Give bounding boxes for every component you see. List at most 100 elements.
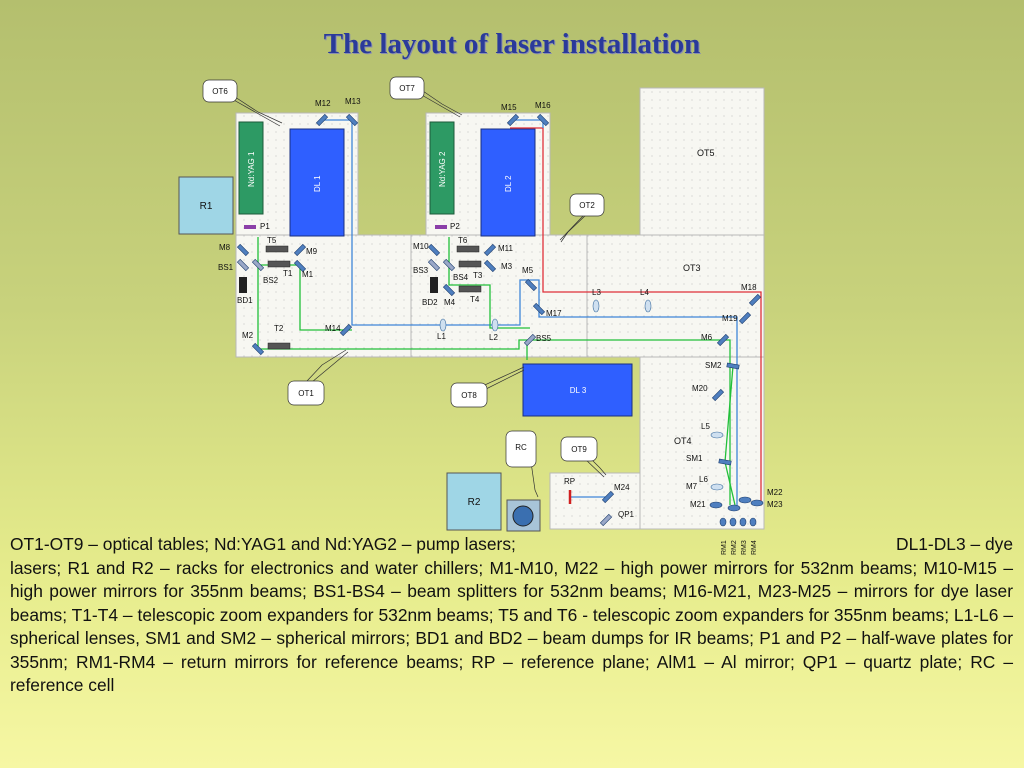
- bs1: [236, 258, 250, 272]
- dye-laser-dl2: [480, 128, 536, 237]
- sm1: [718, 458, 732, 466]
- callout-ot2: OT2: [579, 201, 595, 210]
- rm3: [739, 517, 747, 527]
- label-bs2: BS2: [263, 276, 279, 285]
- mirror-m6: [716, 333, 730, 347]
- beam-dump-bd1: [239, 277, 247, 293]
- label-l4: L4: [640, 288, 649, 297]
- label-m4: M4: [444, 298, 456, 307]
- legend-text: OT1-OT9 – optical tables; Nd:YAG1 and Nd…: [10, 533, 1013, 698]
- label-bs4: BS4: [453, 273, 469, 282]
- mirror-m23: [750, 499, 764, 507]
- mirror-m15: [506, 113, 520, 127]
- pump-laser-ndyag2: [429, 121, 455, 215]
- label-m14: M14: [325, 324, 341, 333]
- slide-title: The layout of laser installation: [323, 28, 701, 60]
- table-ot9: [549, 472, 641, 530]
- label-qp1: QP1: [618, 510, 635, 519]
- half-wave-plate-p2: [435, 225, 447, 229]
- label-t6: T6: [458, 236, 468, 245]
- bs5: [523, 333, 537, 347]
- label-bd2: BD2: [422, 298, 438, 307]
- bs3: [427, 258, 441, 272]
- lens-l5: [710, 431, 724, 439]
- rack-r2: [446, 472, 502, 531]
- mirror-m5: [524, 278, 538, 292]
- callout-ot8: OT8: [461, 391, 477, 400]
- label-m22: M22: [767, 488, 783, 497]
- callout-ot1: OT1: [298, 389, 314, 398]
- mirror-m20: [711, 388, 725, 402]
- label-m6: M6: [701, 333, 713, 342]
- label-sm2: SM2: [705, 361, 722, 370]
- dl2-label: DL 2: [504, 175, 513, 192]
- mirror-m17: [532, 302, 546, 316]
- mirror-m9: [293, 243, 307, 257]
- label-m9: M9: [306, 247, 318, 256]
- mirror-m12: [315, 113, 329, 127]
- table-ot5: [639, 87, 765, 236]
- rack-r1-label: R1: [200, 201, 213, 212]
- mirror-m21: [727, 504, 741, 512]
- label-rm1: RM1: [721, 540, 728, 555]
- label-bd1: BD1: [237, 296, 253, 305]
- pump-laser-ndyag1: [238, 121, 264, 215]
- dl1-label: DL 1: [313, 175, 322, 192]
- label-m5: M5: [522, 266, 534, 275]
- label-m3: M3: [501, 262, 513, 271]
- rack-r2-label: R2: [468, 497, 481, 508]
- label-t5: T5: [267, 236, 277, 245]
- mirror-m11: [483, 243, 497, 257]
- table-ot1: [235, 234, 412, 358]
- beam-dump-bd2: [430, 277, 438, 293]
- telescope-t4: [458, 285, 482, 293]
- label-bs5: BS5: [536, 334, 552, 343]
- label-m19: M19: [722, 314, 738, 323]
- rm1: [719, 517, 727, 527]
- rm4: [749, 517, 757, 527]
- callout-ot9: OT9: [571, 445, 587, 454]
- lens-l6: [710, 483, 724, 491]
- telescope-t2: [267, 342, 291, 350]
- return-mirrors: [709, 496, 764, 527]
- mirror-m14: [339, 323, 353, 337]
- label-m2: M2: [242, 331, 254, 340]
- label-m10: M10: [413, 242, 429, 251]
- lens-l2: [491, 318, 499, 332]
- label-m24: M24: [614, 483, 630, 492]
- label-m23: M23: [767, 500, 783, 509]
- sm2: [726, 362, 740, 370]
- label-m12: M12: [315, 99, 331, 108]
- label-sm1: SM1: [686, 454, 703, 463]
- lens-l1: [439, 318, 447, 332]
- label-ot4: OT4: [674, 436, 692, 446]
- label-t1: T1: [283, 269, 293, 278]
- label-rm3: RM3: [741, 540, 748, 555]
- rack-r1: [178, 176, 234, 235]
- component-labels: M12 M13 M15 M16 P1 P2 M8 T5 M9 BS1 T1 M1…: [218, 97, 783, 555]
- lens-l4: [644, 299, 652, 313]
- ndyag2-label: Nd:YAG 2: [438, 151, 447, 187]
- label-m15: M15: [501, 103, 517, 112]
- label-t2: T2: [274, 324, 284, 333]
- label-l5: L5: [701, 422, 710, 431]
- label-bs3: BS3: [413, 266, 429, 275]
- label-t4: T4: [470, 295, 480, 304]
- label-m21: M21: [690, 500, 706, 509]
- label-p1: P1: [260, 222, 270, 231]
- legend-rest: lasers; R1 and R2 – racks for electronic…: [10, 557, 1013, 696]
- telescope-t3: [458, 260, 482, 268]
- callout-ot6: OT6: [212, 87, 228, 96]
- mirror-m7: [709, 501, 723, 509]
- mirror-m13: [345, 113, 359, 127]
- callout-rc: RC: [515, 443, 527, 452]
- label-m11: M11: [498, 244, 514, 253]
- dl3-label: DL 3: [570, 386, 587, 395]
- rm2: [729, 517, 737, 527]
- table-ot2: [410, 234, 588, 358]
- bs2: [251, 258, 265, 272]
- bs4: [442, 258, 456, 272]
- label-rp: RP: [564, 477, 575, 486]
- mirrors: [236, 113, 762, 527]
